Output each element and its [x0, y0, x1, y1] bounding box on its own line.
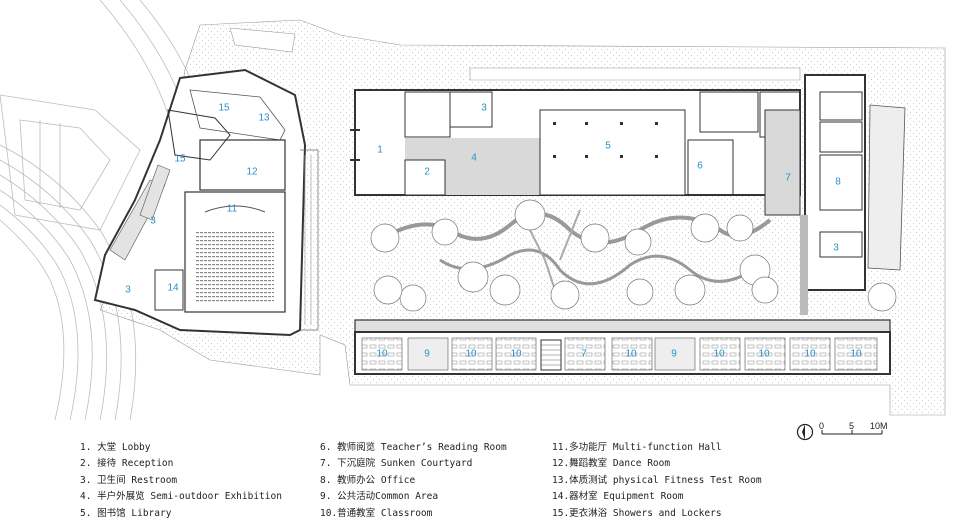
- room-label: 1: [377, 145, 383, 156]
- room-label: 10: [850, 349, 862, 360]
- floor-plan: 1 2 3 4 5 6 7 8 3 11 12 13 15 15 3 3 14 …: [0, 0, 946, 421]
- scale-bar: 0 5 10M: [796, 421, 888, 441]
- room-label: 10: [510, 349, 522, 360]
- legend-item: 11.多功能厅 Multi-function Hall: [552, 442, 722, 453]
- north-arrow-icon: [796, 423, 814, 441]
- legend-item: 4. 半户外展览 Semi-outdoor Exhibition: [80, 491, 282, 503]
- legend-column: 11.多功能厅 Multi-function Hall 12.舞蹈教室 Danc…: [552, 440, 762, 522]
- room-label: 12: [246, 167, 258, 178]
- legend-item: 10.普通教室 Classroom: [320, 507, 433, 519]
- north-building: [350, 89, 801, 196]
- legend-item: 8. 教师办公 Office: [320, 474, 416, 486]
- legend-item: 13.体质测试 physical Fitness Test Room: [552, 474, 762, 486]
- room-label: 3: [125, 285, 131, 296]
- room-number-labels: 1 2 3 4 5 6 7 8 3 11 12 13 15 15 3 3 14 …: [125, 103, 862, 360]
- legend-item: 12.舞蹈教室 Dance Room: [552, 458, 671, 470]
- west-building: [93, 68, 319, 337]
- east-building: [764, 74, 906, 315]
- legend-item: 6. 教师阅览 Teacher’s Reading Room: [320, 442, 507, 453]
- scale-label-end: 10M: [870, 421, 888, 431]
- legend-item: 5. 图书馆 Library: [80, 507, 172, 519]
- room-label: 5: [605, 141, 611, 152]
- legend-item: 3. 卫生间 Restroom: [80, 474, 178, 486]
- legend-item: 15.更衣淋浴 Showers and Lockers: [552, 507, 722, 519]
- room-label: 10: [804, 349, 816, 360]
- scale-label-zero: 0: [819, 421, 824, 431]
- legend-column: 1. 大堂 Lobby 2. 接待 Reception 3. 卫生间 Restr…: [80, 440, 282, 522]
- room-label: 11: [227, 204, 238, 215]
- room-label: 9: [671, 349, 677, 360]
- room-label: 3: [833, 243, 839, 254]
- room-label: 4: [471, 153, 477, 164]
- room-label: 2: [424, 167, 430, 178]
- legend-item: 7. 下沉庭院 Sunken Courtyard: [320, 458, 473, 470]
- room-label: 10: [713, 349, 725, 360]
- room-label: 10: [758, 349, 770, 360]
- legend-item: 2. 接待 Reception: [80, 458, 174, 470]
- room-label: 6: [697, 161, 703, 172]
- legend-item: 1. 大堂 Lobby: [80, 442, 151, 453]
- room-label: 3: [150, 216, 156, 227]
- room-label: 10: [465, 349, 477, 360]
- room-label: 10: [625, 349, 637, 360]
- legend-item: 14.器材室 Equipment Room: [552, 491, 684, 503]
- room-label: 13: [258, 113, 270, 124]
- room-label: 14: [167, 283, 179, 294]
- room-label: 7: [785, 173, 791, 184]
- room-label: 3: [481, 103, 487, 114]
- room-label: 7: [581, 349, 587, 360]
- room-label: 15: [174, 154, 186, 165]
- room-label: 10: [376, 349, 388, 360]
- room-label: 8: [835, 177, 841, 188]
- classroom-wing: [354, 319, 891, 375]
- sunken-courtyard: [370, 199, 897, 312]
- legend-column: 6. 教师阅览 Teacher’s Reading Room 7. 下沉庭院 S…: [320, 440, 507, 522]
- scale-label-mid: 5: [849, 421, 854, 431]
- room-label: 15: [218, 103, 230, 114]
- legend-item: 9. 公共活动Common Area: [320, 491, 439, 503]
- room-label: 9: [424, 349, 430, 360]
